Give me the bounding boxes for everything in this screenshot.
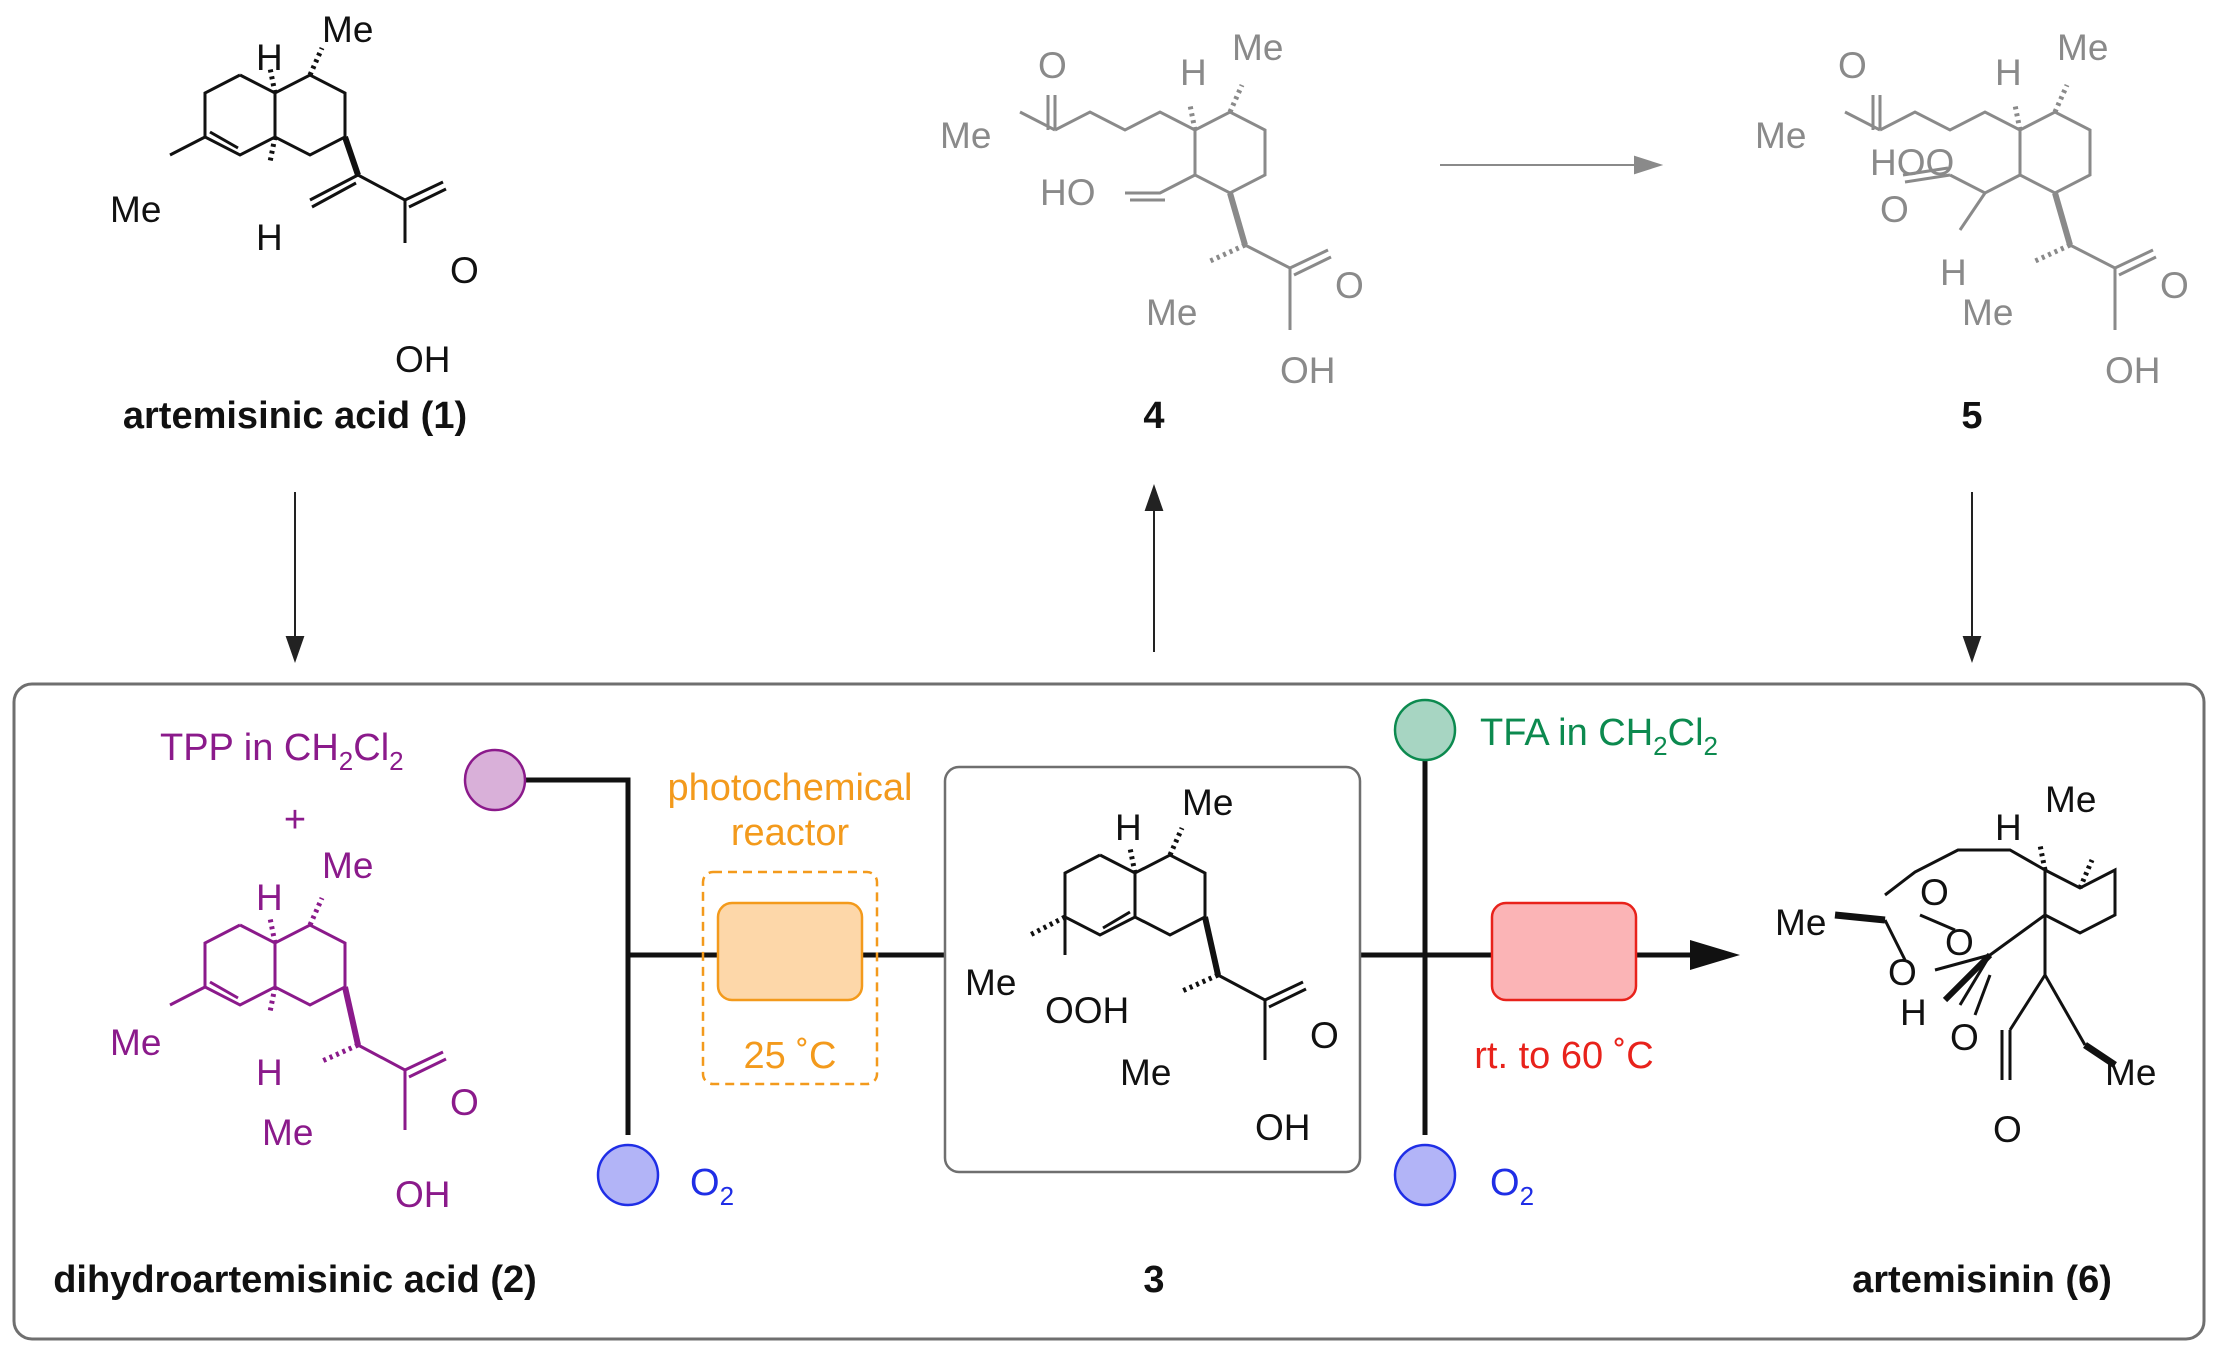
reactor-dashed-outline (701, 870, 879, 1086)
atom-h: H (256, 217, 283, 258)
tfa-feed-inlet (1393, 698, 1457, 762)
oxygen-inlet-2 (1393, 1143, 1457, 1207)
atom-me: Me (965, 962, 1016, 1003)
arrow-4-to-5 (1440, 155, 1664, 175)
compound-5-label: 5 (1961, 395, 1982, 437)
atom-h: H (1115, 807, 1142, 848)
oxygen-inlet-1 (596, 1143, 660, 1207)
atom-o: O (1038, 45, 1067, 86)
atom-o: O (2160, 265, 2189, 306)
tfa-reagent-label: TFA in CH2Cl2 (1480, 712, 1718, 761)
compound-1-label: artemisinic acid (1) (123, 395, 467, 437)
structure-dihydroartemisinic-acid (169, 896, 447, 1130)
atom-o: O (1838, 45, 1867, 86)
atom-me: Me (262, 1112, 313, 1153)
atom-h: H (256, 877, 283, 918)
atom-o: O (1310, 1015, 1339, 1056)
arrow-5-to-6-head (1962, 636, 1982, 664)
atoms-artemisinin: Me H O O Me O H O O Me (1775, 779, 2156, 1150)
atom-h: H (1180, 52, 1207, 93)
atom-o: O (1945, 922, 1974, 963)
atom-oh: OH (2105, 350, 2161, 391)
atom-me: Me (940, 115, 991, 156)
atom-oh: OH (395, 1174, 451, 1215)
atom-me: Me (2045, 779, 2096, 820)
atom-me: Me (1120, 1052, 1171, 1093)
structure-artemisinic-acid (169, 46, 447, 243)
atom-h: H (1995, 807, 2022, 848)
atom-h: H (256, 1052, 283, 1093)
thermal-reactor-temperature: rt. to 60 ˚C (1474, 1035, 1654, 1077)
atoms-compound-4: O Me H Me HO Me O OH (940, 27, 1364, 391)
atom-o: O (1950, 1017, 1979, 1058)
atom-o: O (450, 1082, 479, 1123)
atom-me: Me (110, 189, 161, 230)
structure-compound-3 (1028, 826, 1307, 1060)
atom-o: O (1888, 952, 1917, 993)
arrows (285, 483, 1982, 664)
atom-o: O (450, 250, 479, 291)
photochemical-reactor (716, 901, 864, 1002)
atom-ooh: OOH (1045, 990, 1129, 1031)
atom-oh: OH (395, 339, 451, 380)
flow-system-frame (12, 682, 2206, 1341)
atom-ho: HO (1040, 172, 1096, 213)
atom-me: Me (110, 1022, 161, 1063)
atom-o: O (1920, 872, 1949, 913)
atom-me: Me (1775, 902, 1826, 943)
plus-sign: + (284, 799, 306, 841)
atom-oh: OH (1255, 1107, 1311, 1148)
structure-artemisinin (1834, 844, 2117, 1080)
atom-me: Me (1232, 27, 1283, 68)
atoms-artemisinic-acid: Me H Me H O OH (110, 9, 479, 380)
atom-me: Me (1755, 115, 1806, 156)
oxygen-label-2: O2 (1490, 1162, 1534, 1211)
compound-3-label: 3 (1143, 1259, 1164, 1301)
tpp-reagent-label: TPP in CH2Cl2 (160, 727, 404, 776)
structure-compound-4 (1019, 83, 1332, 330)
flow-outlet-arrow (1635, 940, 1740, 970)
arrow-1-to-2-head (285, 636, 305, 664)
atom-me: Me (2057, 27, 2108, 68)
oxygen-label-1: O2 (690, 1162, 734, 1211)
atom-me: Me (322, 845, 373, 886)
compound-3-box (943, 765, 1362, 1174)
compound-6-label: artemisinin (6) (1852, 1259, 2112, 1301)
atom-me: Me (2105, 1052, 2156, 1093)
atoms-dihydroartemisinic-acid: Me H Me H Me O OH (110, 845, 479, 1215)
atom-oh: OH (1280, 350, 1336, 391)
tpp-feed-inlet (463, 748, 527, 812)
atoms-compound-3: Me H Me OOH Me O OH (965, 782, 1339, 1148)
atom-me: Me (1182, 782, 1233, 823)
atom-o: O (1993, 1109, 2022, 1150)
compound-2-label: dihydroartemisinic acid (2) (53, 1259, 537, 1301)
atom-h: H (1900, 992, 1927, 1033)
reactor-label-line2: reactor (731, 812, 850, 854)
atoms-compound-5: O Me H Me HOO O H Me O OH (1755, 27, 2189, 391)
atom-o: O (1335, 265, 1364, 306)
structure-compound-5 (1844, 83, 2157, 330)
thermal-reactor (1490, 901, 1638, 1002)
reactor-temperature: 25 ˚C (744, 1035, 837, 1077)
reactor-label-line1: photochemical (667, 767, 912, 809)
atom-me: Me (322, 9, 373, 50)
atom-h: H (256, 37, 283, 78)
atom-me: Me (1146, 292, 1197, 333)
atom-h: H (1940, 252, 1967, 293)
arrow-3-to-4-head (1144, 483, 1164, 511)
compound-4-label: 4 (1143, 395, 1164, 437)
atom-o: O (1880, 189, 1909, 230)
atom-me: Me (1962, 292, 2013, 333)
atom-h: H (1995, 52, 2022, 93)
atom-hoo: HOO (1870, 142, 1954, 183)
